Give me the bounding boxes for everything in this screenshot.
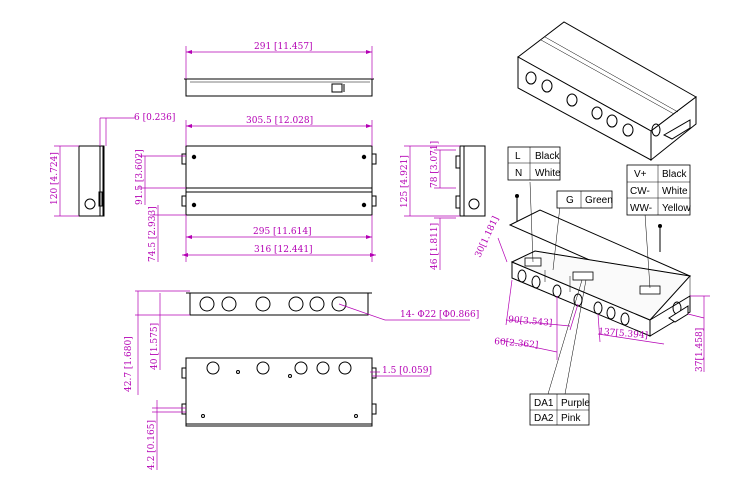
dim-wall: 1.5 [0.059] (382, 366, 432, 376)
ground-code: G (566, 195, 574, 206)
dim-knockouts: 14- Φ22 [Φ0.866] (400, 310, 479, 320)
dim-da2-code: DA2 (534, 413, 554, 424)
iso-closed-box (517, 21, 697, 162)
bottom-view-body (185, 357, 373, 427)
dim-front-width: 305.5 [12.028] (246, 116, 313, 126)
bottom-view: 1.5 [0.059] 4.2 [0.165] (147, 357, 432, 470)
ground-color: Green (585, 195, 613, 206)
iso-open-box: 30[1.181] 90[3.543] 60[2.362] 137[5.394]… (474, 181, 710, 395)
power-n-code: N (515, 168, 522, 179)
dim-iso-c: 60[2.362] (494, 337, 539, 351)
top-view: 291 [11.457] (184, 42, 374, 97)
output-ww-color: Yellow (662, 203, 691, 214)
table-output: V+ Black CW- White WW- Yellow (626, 164, 691, 216)
output-ww-code: WW- (630, 203, 652, 214)
knockout-view: 42.7 [1.680] 40 [1.575] 14- Φ22 [Φ0.866] (124, 290, 479, 395)
dim-da1-color: Purple (561, 398, 590, 409)
knockout-hole (84, 198, 96, 210)
output-vplus-code: V+ (634, 169, 647, 180)
dim-mount-span: 295 [11.614] (253, 227, 312, 237)
dim-right-height: 125 [4.921] (400, 155, 410, 208)
dim-overall-width: 316 [12.441] (254, 245, 313, 255)
dim-da1-code: DA1 (534, 398, 554, 409)
dim-top-width: 291 [11.457] (254, 42, 313, 52)
dim-da2-color: Pink (561, 413, 581, 424)
power-n-color: White (535, 168, 561, 179)
table-dim: DA1 Purple DA2 Pink (529, 393, 590, 426)
dim-inner-height: 91.5 [3.602] (135, 149, 145, 205)
dim-body-height: 40 [1.575] (150, 323, 160, 370)
dim-front-height: 42.7 [1.680] (124, 336, 134, 392)
dim-foot: 4.2 [0.165] (147, 420, 157, 470)
dim-iso-d: 137[5.394] (598, 327, 649, 341)
dim-iso-b: 90[3.543] (508, 315, 553, 329)
dim-lower-height: 74.5 [2.933] (148, 206, 158, 262)
dim-flange: 6 [0.236] (134, 113, 175, 123)
table-ground: G Green (556, 190, 613, 209)
dim-right-inner: 78 [3.071] (430, 141, 440, 188)
left-side-view: 6 [0.236] 120 [4.724] (50, 113, 175, 217)
dim-iso-a: 30[1.181] (474, 215, 502, 259)
output-cw-color: White (662, 186, 688, 197)
dim-side-height: 120 [4.724] (50, 152, 60, 205)
power-l-code: L (515, 151, 521, 162)
front-view-body (185, 145, 373, 216)
output-cw-code: CW- (630, 186, 650, 197)
terminal-block (331, 83, 343, 93)
front-view: 305.5 [12.028] 91.5 [3.602] 74.5 [2.933]… (135, 116, 377, 262)
dim-iso-e: 37[1.458] (695, 328, 705, 372)
right-side-view: 125 [4.921] 78 [3.071] 46 [1.811] (400, 141, 486, 270)
table-power: L Black N White (507, 146, 561, 181)
power-l-color: Black (535, 151, 560, 162)
output-vplus-color: Black (662, 169, 687, 180)
dim-right-lower: 46 [1.811] (430, 223, 440, 270)
knockout-body (189, 292, 369, 316)
